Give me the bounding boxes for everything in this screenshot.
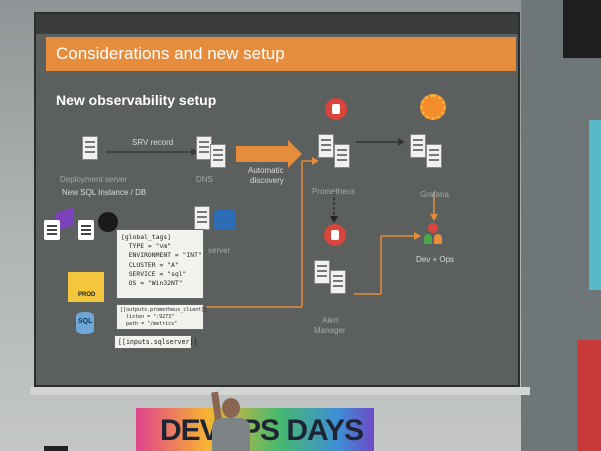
prometheus-label: Prometheus [312,187,356,196]
dns-server-icon-2 [210,144,226,168]
config-file-icon-2 [78,220,94,240]
new-sql-label: New SQL Instance / DB [62,188,147,197]
devops-days-banner: DEVOPS DAYS [136,408,374,451]
slide-subtitle: New observability setup [56,92,217,108]
devops-label: Dev + Ops [416,255,455,264]
speaker-box [563,0,601,58]
deployment-server-label: Deployment server [60,175,128,184]
deployment-server-icon [82,136,98,160]
prod-database-icon: PROD [68,272,104,302]
banner-text: DEVOPS DAYS [160,414,364,447]
screen-top-band [36,14,518,34]
alert-to-devops-arrowhead [414,232,421,240]
inputs-config: [[inputs.sqlserver]] [114,335,197,349]
dns-label: DNS [196,175,213,184]
alert-manager-server-icon [314,260,330,284]
alert-bell-icon [324,224,346,246]
grafana-server-icon [410,134,426,158]
prom-to-alert-arrowhead [330,216,338,223]
manager-label: Manager [314,326,346,335]
alert-label: Alert [322,316,339,325]
sql-database-icon: SQL [76,312,94,334]
prom-to-grafana-arrowhead [398,138,405,146]
sql-label: SQL [78,318,93,325]
global-tags-config: [global_tags] TYPE = "vm" ENVIRONMENT = … [116,229,204,299]
prometheus-server-icon-2 [334,144,350,168]
grafana-server-icon-2 [426,144,442,168]
discovery-label: discovery [250,176,284,185]
sql-server-icon [194,206,210,230]
grafana-label: Grafana [420,190,449,199]
grafana-logo-icon [420,94,446,120]
srv-record-label: SRV record [132,138,174,147]
red-light [577,340,601,451]
camera-object [44,446,68,451]
projection-screen: Considerations and new setup New observa… [34,12,520,387]
devops-people-icon [424,223,444,247]
slide-title-bar: Considerations and new setup [46,37,516,71]
screen-bottom-rail [30,387,530,395]
automatic-discovery-arrow [236,140,302,168]
alert-manager-server-icon-2 [330,270,346,294]
speaker-head [222,398,240,418]
diagram-arrows [106,138,438,308]
powershell-icon [214,210,236,230]
srv-record-arrowhead [191,148,198,156]
ansible-logo-icon [98,212,118,232]
prod-label: PROD [78,292,96,298]
config-file-icon [44,220,60,240]
server-label: server [208,246,231,255]
outputs-config: [[outputs.prometheus_client]] listen = "… [116,304,207,330]
prometheus-logo-icon [325,98,347,120]
automatic-label: Automatic [248,166,284,175]
slide-title: Considerations and new setup [56,44,285,63]
speaker-body [212,418,250,451]
prometheus-server-icon [318,134,334,158]
sql-to-prom-arrowhead [312,157,319,165]
side-screen [589,120,601,290]
grafana-to-devops-arrowhead [430,214,438,221]
